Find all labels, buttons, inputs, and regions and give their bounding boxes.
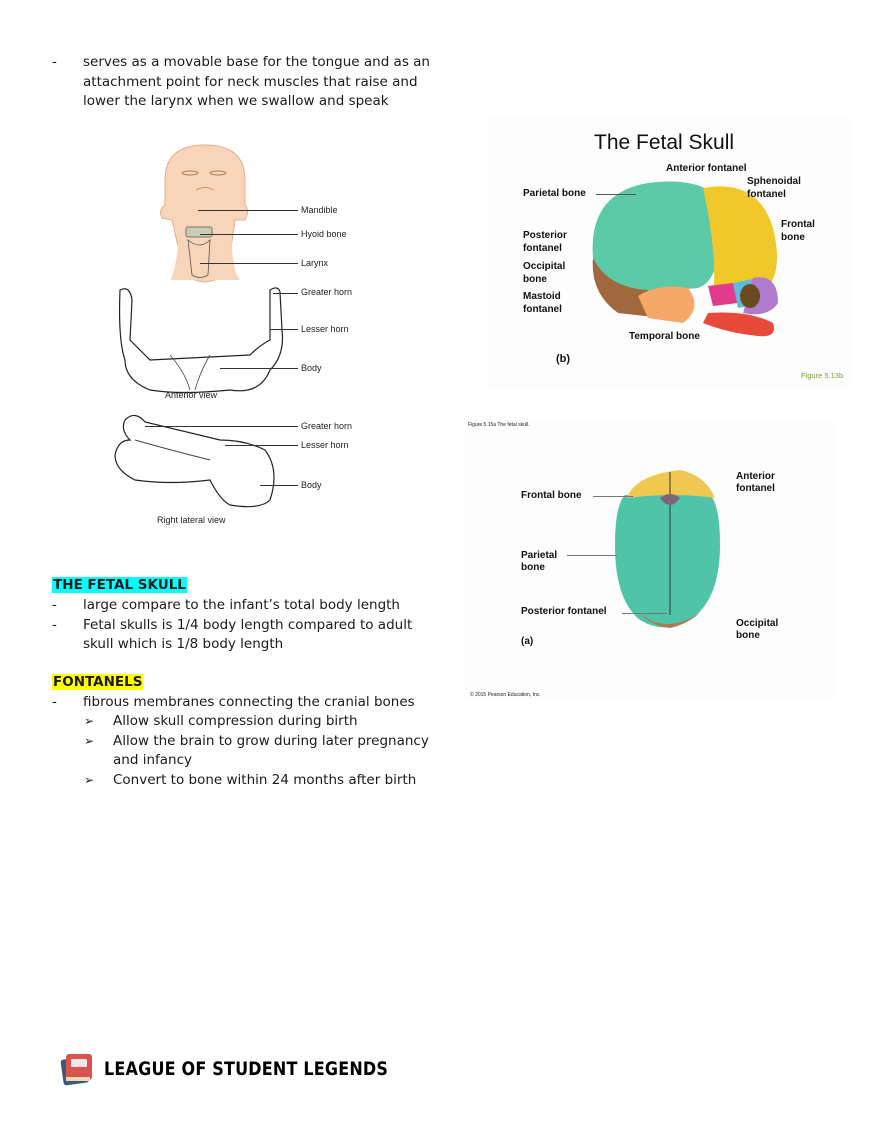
bullet-dash: - (52, 54, 57, 70)
label-anterior-fontanel-1: Anterior (736, 471, 775, 482)
fontanels-subbullet-3: Convert to bone within 24 months after b… (113, 771, 417, 788)
panel-label-b: (b) (556, 353, 571, 365)
label-sphenoidal-fontanel-2: fontanel (747, 189, 786, 200)
book-icon (60, 1054, 92, 1086)
arrow-bullet-icon: ➢ (84, 714, 95, 728)
label-parietal-bone-2: bone (521, 562, 545, 573)
fetal-skull-lateral-figure: The Fetal Skull Anterior fontanel Spheno… (488, 118, 850, 390)
bullet-dash: - (52, 693, 57, 710)
label-larynx: Larynx (301, 258, 329, 268)
label-mastoid-fontanel-1: Mastoid (523, 291, 561, 302)
figure-caption: Figure 5.15a The fetal skull. (468, 422, 530, 428)
label-parietal-bone: Parietal bone (523, 188, 586, 199)
label-greater-horn-anterior: Greater horn (301, 287, 353, 297)
intro-line-3: lower the larynx when we swallow and spe… (83, 93, 389, 109)
label-occipital-bone-2: bone (523, 274, 547, 285)
label-body-anterior: Body (301, 363, 322, 373)
label-parietal-bone-1: Parietal (521, 550, 558, 561)
label-mandible: Mandible (301, 205, 338, 215)
label-occipital-bone-1: Occipital (523, 261, 566, 272)
label-posterior-fontanel-1: Posterior (523, 230, 567, 241)
hyoid-illustration (114, 144, 284, 508)
section-heading-fetal-skull: THE FETAL SKULL (52, 576, 187, 596)
label-hyoid-bone: Hyoid bone (301, 229, 347, 239)
label-greater-horn-lateral: Greater horn (301, 421, 353, 431)
heading-fetal-skull-text: THE FETAL SKULL (52, 577, 187, 593)
fontanels-subbullet-2-line-1: Allow the brain to grow during later pre… (113, 732, 429, 749)
figure-title: The Fetal Skull (594, 131, 735, 154)
label-lesser-horn-anterior: Lesser horn (301, 324, 349, 334)
superior-skull-illustration (615, 470, 720, 628)
intro-line-2: attachment point for neck muscles that r… (83, 73, 418, 90)
intro-line-1: serves as a movable base for the tongue … (83, 54, 430, 70)
label-temporal-bone: Temporal bone (629, 331, 700, 342)
footer-logo: LEAGUE OF STUDENT LEGENDS (60, 1050, 388, 1086)
bullet-dash: - (52, 616, 57, 633)
label-body-lateral: Body (301, 480, 322, 490)
caption-right-lateral-view: Right lateral view (157, 515, 226, 525)
lateral-skull-illustration (592, 181, 778, 337)
label-occipital-bone-1: Occipital (736, 618, 779, 629)
heading-fontanels-text: FONTANELS (52, 674, 144, 690)
fetal-skull-bullet-1: large compare to the infant’s total body… (83, 597, 400, 613)
arrow-bullet-icon: ➢ (84, 772, 95, 787)
caption-anterior-view: Anterior view (165, 390, 218, 400)
logo-text: LEAGUE OF STUDENT LEGENDS (104, 1057, 389, 1079)
label-anterior-fontanel: Anterior fontanel (666, 163, 747, 174)
section-heading-fontanels: FONTANELS (52, 673, 144, 693)
copyright-text: © 2015 Pearson Education, Inc. (470, 692, 541, 698)
fontanels-bullet: fibrous membranes connecting the cranial… (83, 693, 415, 710)
fontanels-subbullet-2-line-2: and infancy (113, 752, 192, 768)
label-posterior-fontanel-2: fontanel (523, 243, 562, 254)
fetal-skull-superior-figure: Figure 5.15a The fetal skull. Frontal bo… (465, 420, 835, 700)
label-posterior-fontanel: Posterior fontanel (521, 606, 607, 617)
label-sphenoidal-fontanel-1: Sphenoidal (747, 176, 801, 187)
label-anterior-fontanel-2: fontanel (736, 483, 775, 494)
fetal-skull-bullet-2-line-1: Fetal skulls is 1/4 body length compared… (83, 616, 413, 633)
label-frontal-bone-2: bone (781, 232, 805, 243)
label-occipital-bone-2: bone (736, 630, 760, 641)
label-frontal-bone-1: Frontal (781, 219, 815, 230)
fetal-skull-bullet-2-line-2: skull which is 1/8 body length (83, 636, 284, 652)
fontanels-subbullet-1: Allow skull compression during birth (113, 713, 358, 729)
panel-label-a: (a) (521, 636, 534, 647)
bullet-dash: - (52, 597, 57, 613)
label-mastoid-fontanel-2: fontanel (523, 304, 562, 315)
label-lesser-horn-lateral: Lesser horn (301, 440, 349, 450)
arrow-bullet-icon: ➢ (84, 733, 95, 748)
hyoid-bone-figure: Mandible Hyoid bone Larynx Greater horn … (110, 140, 360, 535)
label-frontal-bone: Frontal bone (521, 490, 582, 501)
figure-ref: Figure 5.13b (801, 371, 844, 380)
